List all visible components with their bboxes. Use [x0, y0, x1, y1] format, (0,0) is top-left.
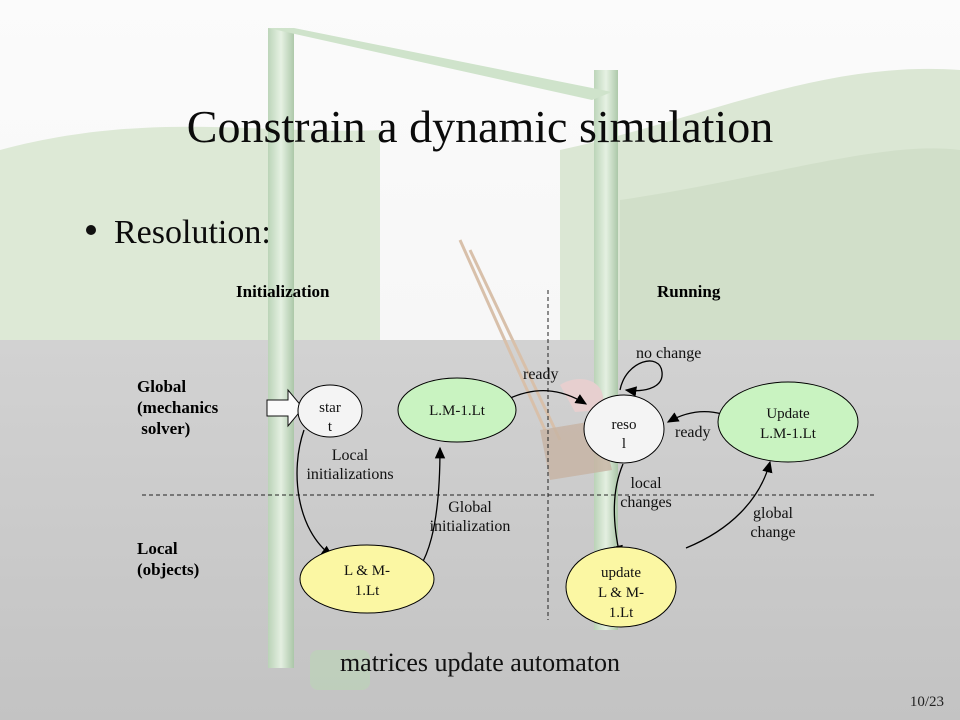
row-global-line-3: solver) [137, 419, 191, 438]
edge-local-initializations [296, 429, 334, 557]
label-local-initializations-2: initializations [306, 466, 394, 483]
label-ready-1: ready [523, 366, 559, 383]
header-running: Running [657, 282, 721, 301]
row-label-global: Global (mechanics solver) [137, 376, 218, 439]
node-update-local-line-2: L & M- [598, 585, 644, 601]
node-resol-line-2: l [622, 436, 626, 452]
label-no-change: no change [636, 345, 702, 362]
edge-global-change [685, 460, 773, 549]
label-global-initialization-1: Global [448, 499, 492, 516]
node-resol-line-1: reso [612, 417, 637, 433]
bullet-resolution: Resolution: [86, 214, 271, 252]
node-start-line-1: star [319, 400, 341, 416]
input-arrow-icon [266, 388, 304, 428]
page-number: 10/23 [909, 694, 944, 710]
node-update-local-line-3: 1.Lt [609, 605, 634, 621]
node-lml-init: L.M-1.Lt [397, 377, 517, 443]
label-local-changes-1: local [630, 475, 662, 492]
node-start-line-2: t [328, 419, 333, 435]
row-label-local: Local (objects) [137, 538, 199, 580]
label-global-change: global change [740, 504, 806, 542]
label-global-initialization-2: initialization [429, 518, 511, 535]
row-local-line-2: (objects) [137, 560, 200, 579]
bullet-dot [86, 225, 96, 235]
label-local-changes-2: changes [620, 494, 672, 511]
label-global-change-1: global [753, 505, 793, 522]
label-local-initializations: Local initializations [290, 446, 410, 484]
edge-no-change [619, 360, 663, 397]
bullet-text: Resolution: [114, 214, 271, 251]
slide-title: Constrain a dynamic simulation [186, 101, 774, 152]
edge-ready-1 [505, 390, 588, 405]
row-local-line-1: Local [137, 539, 178, 558]
node-update-local: update L & M- 1.Lt [565, 546, 677, 628]
node-update-global-line-1: Update [766, 406, 810, 422]
label-local-changes: local changes [615, 474, 677, 512]
node-l-m-local-line-2: 1.Lt [355, 583, 380, 599]
node-l-m-local-line-1: L & M- [344, 563, 390, 579]
row-global-line-1: Global [137, 377, 187, 396]
header-initialization: Initialization [236, 282, 330, 301]
node-l-m-local: L & M- 1.Lt [299, 544, 435, 614]
node-update-local-line-1: update [601, 565, 641, 581]
node-update-global: Update L.M-1.Lt [717, 381, 859, 463]
edge-local-changes [612, 463, 624, 558]
label-global-change-2: change [750, 524, 796, 541]
label-ready-2: ready [675, 424, 711, 441]
row-global-line-2: (mechanics [137, 398, 219, 417]
diagram-caption: matrices update automaton [339, 648, 621, 677]
node-start: star t [297, 384, 363, 438]
label-global-initialization: Global initialization [412, 498, 528, 536]
label-local-initializations-1: Local [331, 447, 369, 464]
node-update-global-line-2: L.M-1.Lt [760, 426, 817, 442]
node-lml-init-label: L.M-1.Lt [429, 403, 486, 419]
node-resol: reso l [583, 394, 665, 464]
edge-ready-2 [666, 410, 723, 423]
